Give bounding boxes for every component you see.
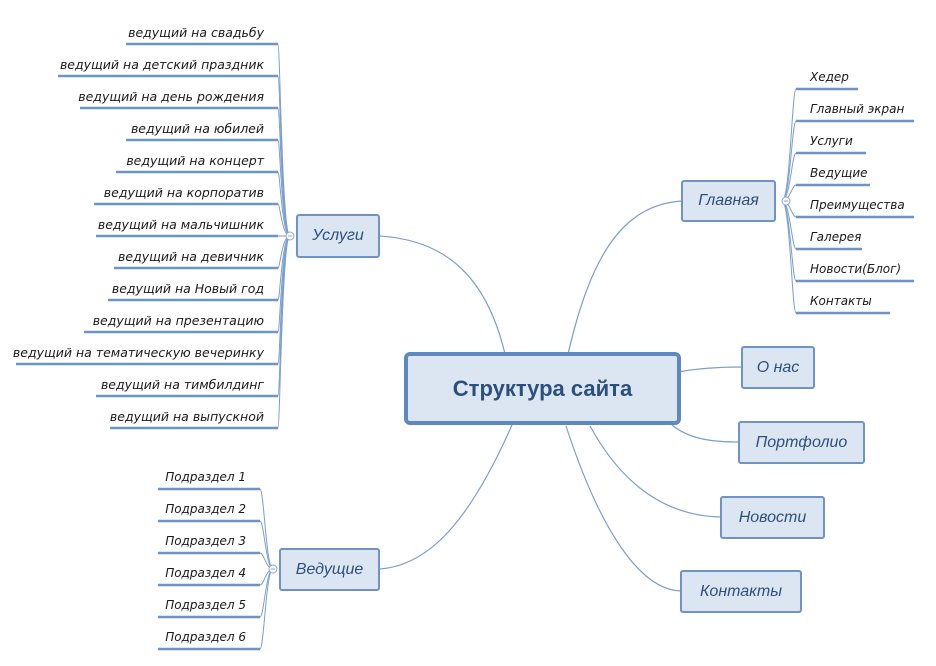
leaf-item[interactable]: ведущий на корпоратив: [103, 185, 264, 200]
topic-o-nas[interactable]: О нас: [741, 346, 815, 389]
leaf-item[interactable]: Подраздел 4: [165, 566, 246, 580]
branch-vedushchie-leaf: [259, 568, 274, 618]
branch-uslugi-leaf: [277, 235, 291, 429]
branch-glavnaya-leaf: [781, 200, 797, 314]
leaf-item[interactable]: ведущий на юбилей: [130, 121, 264, 136]
leaf-item[interactable]: ведущий на Новый год: [111, 281, 264, 296]
topic-vedushchie[interactable]: Ведущие: [279, 548, 380, 591]
topic-kontakty[interactable]: Контакты: [680, 570, 802, 613]
leaf-item[interactable]: ведущий на тимбилдинг: [100, 377, 264, 392]
topic-glavnaya[interactable]: Главная: [681, 180, 776, 222]
leaf-item[interactable]: Преимущества: [810, 198, 905, 212]
leaf-item[interactable]: ведущий на день рождения: [78, 89, 264, 104]
leaf-item[interactable]: ведущий на выпускной: [109, 409, 264, 424]
central-topic[interactable]: Структура сайта: [404, 352, 681, 425]
leaf-item[interactable]: Подраздел 3: [165, 534, 246, 548]
topic-portfolio[interactable]: Портфолио: [738, 421, 865, 464]
leaf-item[interactable]: ведущий на концерт: [126, 153, 264, 168]
leaf-item[interactable]: Хедер: [810, 70, 849, 84]
topic-novosti[interactable]: Новости: [720, 496, 825, 539]
connector-portfolio: [671, 424, 740, 443]
connector-novosti: [589, 425, 722, 518]
branch-vedushchie-leaf: [259, 568, 274, 650]
leaf-item[interactable]: ведущий на детский праздник: [59, 57, 264, 72]
leaf-item[interactable]: Подраздел 2: [165, 502, 246, 516]
connector-o-nas: [677, 366, 742, 373]
branch-vedushchie-leaf: [259, 488, 274, 570]
leaf-item[interactable]: Новости(Блог): [810, 262, 902, 276]
leaf-item[interactable]: Галерея: [810, 230, 862, 244]
branch-vedushchie-leaf: [259, 520, 274, 570]
leaf-item[interactable]: Главный экран: [810, 102, 905, 116]
leaf-item[interactable]: Подраздел 1: [165, 470, 246, 484]
leaf-item[interactable]: Контакты: [810, 294, 872, 308]
leaf-item[interactable]: ведущий на свадьбу: [128, 25, 264, 40]
connector-vedushchie: [379, 424, 513, 570]
leaf-item[interactable]: ведущий на девичник: [118, 249, 264, 264]
leaf-item[interactable]: ведущий на мальчишник: [97, 217, 264, 232]
leaf-item[interactable]: Подраздел 6: [165, 630, 246, 644]
topic-uslugi[interactable]: Услуги: [296, 214, 380, 258]
leaf-item[interactable]: Услуги: [810, 134, 853, 148]
connector-glavnaya: [567, 200, 683, 355]
leaf-item[interactable]: Подраздел 5: [165, 598, 246, 612]
leaf-item[interactable]: Ведущие: [810, 166, 868, 180]
connector-uslugi: [379, 235, 506, 355]
leaf-item[interactable]: ведущий на презентацию: [92, 313, 264, 328]
leaf-item[interactable]: ведущий на тематическую вечеринку: [12, 345, 264, 360]
connector-kontakty: [565, 425, 682, 592]
